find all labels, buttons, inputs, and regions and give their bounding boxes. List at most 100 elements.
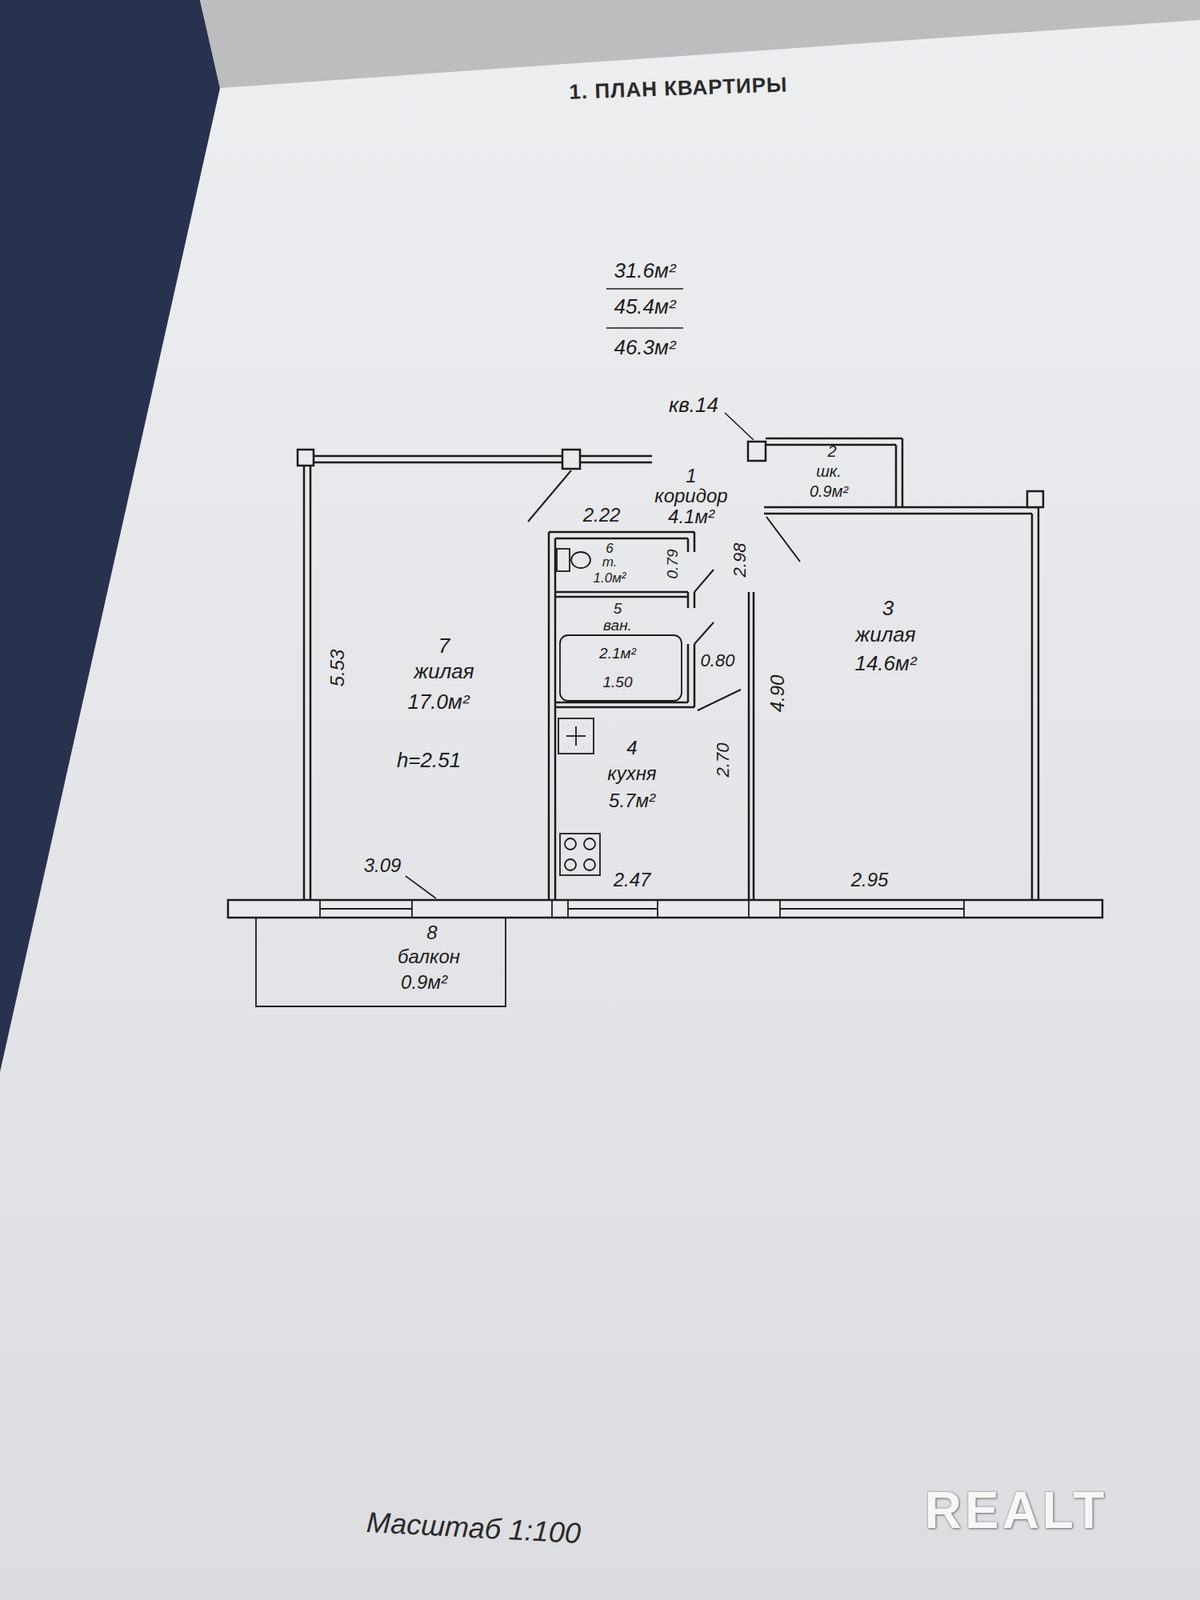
column: [562, 449, 580, 469]
wall-line: [548, 531, 695, 534]
dimension: 5.53: [328, 649, 348, 688]
room-area: 2.1м²: [599, 645, 636, 661]
room-name: жилая: [413, 660, 474, 682]
windows: [256, 900, 964, 1007]
table-edge: [0, 0, 220, 1072]
dimension: 2.47: [613, 870, 652, 890]
leaders: [405, 288, 754, 899]
dimension: 2.95: [851, 870, 889, 890]
walls: [228, 438, 1103, 918]
sink-cross: [575, 726, 577, 746]
wall-line: [309, 462, 312, 900]
room-number: 2: [827, 443, 836, 460]
area-total: 45.4м²: [613, 296, 676, 317]
wall-line: [693, 644, 696, 708]
page-title: 1. ПЛАН КВАРТИРЫ: [568, 73, 788, 103]
room-name: шк.: [816, 463, 842, 480]
pier-edge: [551, 900, 553, 918]
wall-line: [555, 596, 688, 599]
area-total: 46.3м²: [613, 336, 676, 358]
room-area: 0.9м²: [809, 483, 848, 500]
column: [1027, 491, 1044, 508]
wall-line: [555, 537, 688, 540]
area-total: 31.6м²: [613, 260, 676, 281]
wall-line: [687, 538, 690, 552]
dimension: 1.50: [603, 674, 633, 690]
stove-burner: [564, 838, 576, 850]
wall-line: [765, 437, 903, 440]
stove: [560, 833, 600, 876]
room-area: 1.0м²: [593, 571, 627, 585]
stove-burner: [584, 859, 596, 871]
wall-line: [901, 438, 904, 508]
wall-line: [693, 592, 696, 608]
fixtures: [556, 548, 682, 876]
door-leaf: [528, 470, 572, 522]
room-name: коридор: [654, 486, 728, 506]
room-area: 14.6м²: [854, 652, 916, 674]
room-area: 5.7м²: [608, 791, 656, 811]
room-name: жилая: [855, 624, 916, 645]
window-pane: [568, 908, 658, 910]
room-number: 8: [426, 923, 437, 943]
room-area: 0.9м²: [400, 972, 448, 992]
wall-line: [303, 456, 306, 900]
fraction-line: [606, 288, 684, 290]
column: [748, 441, 766, 461]
room-area: 4.1м²: [668, 507, 715, 527]
wall-line: [555, 701, 688, 704]
wall-line: [764, 512, 1032, 516]
room-name: балкон: [397, 947, 460, 967]
wall-line: [764, 506, 1039, 509]
room-name: т.: [602, 555, 618, 569]
fabric: [200, 0, 1200, 88]
wall-line: [555, 591, 688, 594]
dimension: 0.80: [700, 652, 736, 670]
window-pane: [780, 908, 964, 910]
fraction-line: [606, 327, 684, 329]
wall-line: [895, 444, 898, 508]
wall-line: [687, 592, 690, 608]
room-name: кухня: [607, 764, 656, 784]
wall-line: [687, 644, 690, 703]
wall-line: [1037, 496, 1040, 900]
wall-line: [580, 455, 652, 458]
room-name: ван.: [603, 617, 632, 633]
pier-edge: [748, 900, 750, 918]
sink: [558, 718, 594, 754]
stove-burner: [564, 859, 576, 871]
room-area: 17.0м²: [407, 691, 469, 712]
door-leaf: [694, 622, 714, 644]
wall-line: [752, 592, 756, 900]
dimension: 0.79: [664, 549, 680, 580]
wall-line: [748, 592, 751, 900]
wall-line: [310, 461, 563, 464]
door-leaf: [766, 516, 800, 562]
dimension: 3.09: [364, 856, 402, 876]
door-leaf: [697, 689, 741, 711]
dimension: 4.90: [768, 675, 788, 713]
scale-note: Масштаб 1:100: [365, 1508, 582, 1548]
room-number: 6: [605, 541, 613, 556]
dimension: 2.70: [714, 743, 732, 778]
apartment-number: кв.14: [668, 394, 719, 416]
wall-line: [693, 532, 696, 552]
dimension: 2.98: [731, 543, 749, 578]
wall-line: [304, 455, 563, 458]
room-number: 3: [882, 597, 894, 619]
column: [297, 449, 314, 466]
bathtub: [560, 635, 682, 701]
watermark: REALT: [924, 1484, 1108, 1536]
room-number: 7: [438, 635, 450, 656]
stove-burner: [584, 838, 596, 850]
toilet-tank: [556, 548, 570, 572]
balcony-outline: [256, 917, 506, 1007]
dimension: 2.22: [583, 505, 621, 525]
room-number: 4: [626, 738, 637, 758]
toilet-bowl: [571, 552, 591, 568]
leader-line: [724, 412, 754, 440]
ceiling-height: h=2.51: [396, 749, 461, 771]
